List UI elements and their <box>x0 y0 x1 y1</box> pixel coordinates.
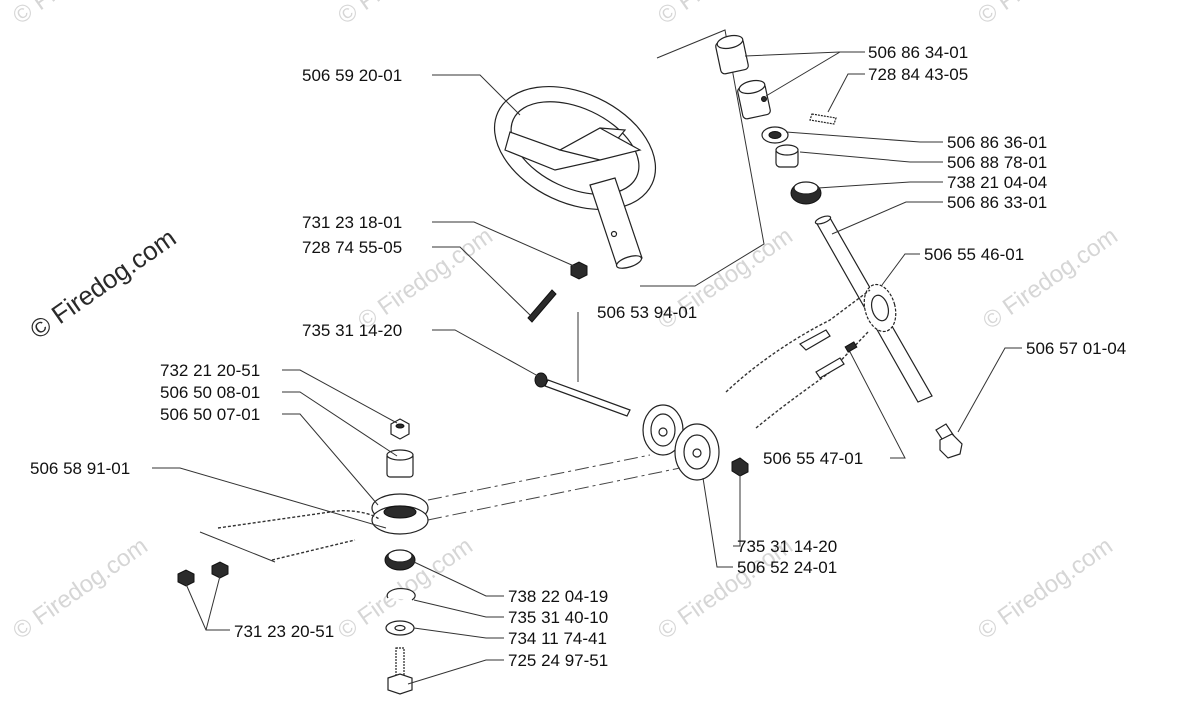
part-label: 731 23 18-01 <box>302 213 402 232</box>
part-label: 506 50 08-01 <box>160 383 260 402</box>
watermark-tile: © Firedog.com <box>8 0 153 30</box>
axis-line-1 <box>427 454 651 501</box>
part-label: 735 31 14-20 <box>302 321 402 340</box>
part-label: 735 31 14-20 <box>737 537 837 556</box>
part-label: 734 11 74-41 <box>508 629 607 648</box>
part-label: 506 86 33-01 <box>947 193 1047 212</box>
part-label: 506 57 01-04 <box>1026 339 1126 358</box>
part-label: 732 21 20-51 <box>160 361 260 380</box>
part-labels: 506 59 20-01 731 23 18-01 728 74 55-05 7… <box>30 43 1126 670</box>
pulley-assembly <box>534 372 749 481</box>
part-label: 506 55 46-01 <box>924 245 1024 264</box>
part-label: 725 24 97-51 <box>508 651 608 670</box>
part-label: 506 50 07-01 <box>160 405 260 424</box>
watermark-tile: © Firedog.com <box>653 0 798 30</box>
part-label: 738 21 04-04 <box>947 173 1047 192</box>
part-label: 506 53 94-01 <box>597 303 697 322</box>
part-label: 728 84 43-05 <box>868 65 968 84</box>
chain-link <box>844 341 858 353</box>
watermark-tile: © Firedog.com <box>8 532 153 645</box>
axis-line-2 <box>427 467 681 521</box>
leader-lines <box>152 51 1022 685</box>
part-label: 731 23 20-51 <box>234 622 334 641</box>
watermark-tile: © Firedog.com <box>333 0 478 30</box>
wheel-nut <box>570 261 588 280</box>
watermark-tile: © Firedog.com <box>973 0 1118 30</box>
chain-end-lower <box>815 357 845 379</box>
part-label: 738 22 04-19 <box>508 587 608 606</box>
part-label: 506 86 34-01 <box>868 43 968 62</box>
part-label: 728 74 55-05 <box>302 238 402 257</box>
upper-column-parts <box>715 34 963 459</box>
chain-end-upper <box>799 329 831 351</box>
part-label: 506 86 36-01 <box>947 133 1047 152</box>
part-label: 506 59 20-01 <box>302 66 402 85</box>
part-label: 506 55 47-01 <box>763 449 863 468</box>
wheel-bolt <box>527 289 557 323</box>
watermark-tile: © Firedog.com <box>978 222 1123 335</box>
part-label: 735 31 40-10 <box>508 608 608 627</box>
lower-stack <box>371 418 429 695</box>
part-label: 506 88 78-01 <box>947 153 1047 172</box>
watermark-tile: © Firedog.com <box>973 532 1118 645</box>
cables <box>177 510 381 587</box>
steering-wheel <box>493 85 657 269</box>
part-label: 506 58 91-01 <box>30 459 130 478</box>
part-label: 506 52 24-01 <box>737 558 837 577</box>
column-box-outline <box>640 29 765 287</box>
watermark-main: © Firedog.com <box>24 222 181 345</box>
upper-chain <box>725 289 871 393</box>
